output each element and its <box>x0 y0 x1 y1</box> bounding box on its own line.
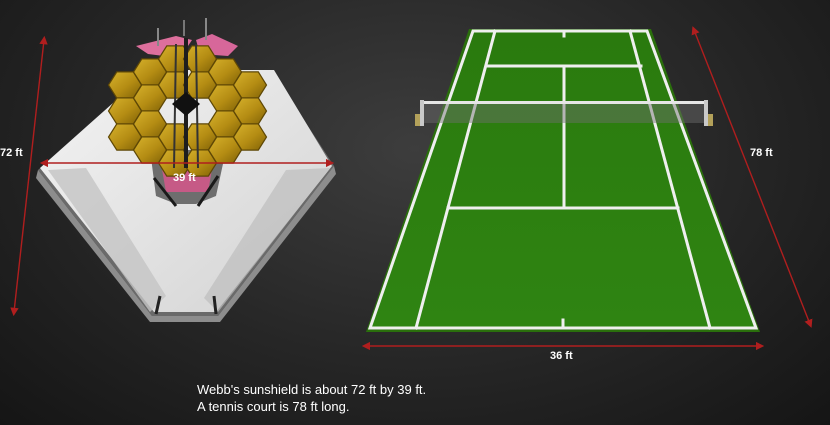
court-length-dimension <box>691 26 813 328</box>
webb-primary-mirror <box>107 45 268 177</box>
webb-height-label: 72 ft <box>0 147 23 159</box>
webb-telescope <box>10 18 336 322</box>
tennis-net <box>415 100 713 126</box>
tennis-court <box>361 26 813 351</box>
court-width-label: 36 ft <box>550 350 573 362</box>
court-length-label: 78 ft <box>750 147 773 159</box>
webb-mirror-center <box>172 38 200 169</box>
caption-line-1: Webb's sunshield is about 72 ft by 39 ft… <box>197 382 427 397</box>
mirror-segment <box>232 123 268 151</box>
caption-line-2: A tennis court is 78 ft long. <box>197 399 350 414</box>
webb-width-label: 39 ft <box>173 172 196 184</box>
webb-height-dimension <box>10 35 48 317</box>
caption: Webb's sunshield is about 72 ft by 39 ft… <box>197 381 426 415</box>
court-lines <box>367 29 759 330</box>
